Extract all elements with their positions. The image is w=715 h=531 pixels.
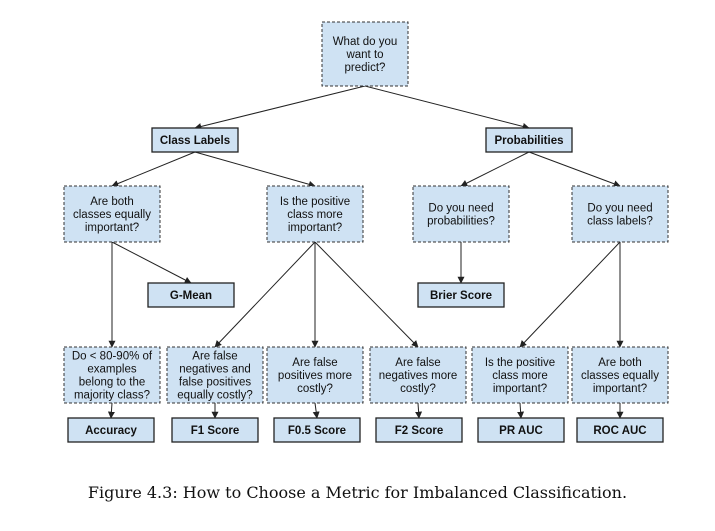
node-f05: F0.5 Score — [273, 417, 361, 443]
node-box — [576, 417, 664, 443]
node-label: Accuracy — [85, 425, 137, 437]
node-label: F0.5 Score — [288, 425, 346, 437]
node-f1: F1 Score — [171, 417, 259, 443]
node-box — [171, 417, 259, 443]
node-label: Brier Score — [430, 290, 492, 302]
edge-q_f05-to-f05 — [312, 402, 320, 419]
node-box — [477, 417, 565, 443]
node-label: G-Mean — [170, 290, 212, 302]
node-f2: F2 Score — [375, 417, 463, 443]
node-label: ROC AUC — [593, 425, 646, 437]
node-roc-auc: ROC AUC — [576, 417, 664, 443]
node-box — [369, 346, 467, 404]
edge-root-to-class_labels — [194, 85, 366, 130]
node-label: F2 Score — [395, 425, 444, 437]
edge-q_f2-to-f2 — [415, 402, 423, 419]
node-box — [471, 346, 569, 404]
node-box — [63, 185, 161, 243]
node-box — [266, 346, 364, 404]
edge-q_need_labels-to-q_pr — [519, 241, 621, 348]
node-box — [485, 127, 573, 153]
edge-q_positive-to-q_f2 — [314, 241, 419, 348]
node-accuracy: Accuracy — [67, 417, 155, 443]
node-box — [147, 282, 235, 308]
node-box — [375, 417, 463, 443]
node-label: F1 Score — [191, 425, 240, 437]
node-box — [63, 346, 161, 404]
edge-q_positive-to-q_f1 — [214, 241, 316, 348]
node-class-labels: Class Labels — [151, 127, 239, 153]
node-label: PR AUC — [499, 425, 543, 437]
node-box — [273, 417, 361, 443]
node-gmean: G-Mean — [147, 282, 235, 308]
node-box — [571, 185, 669, 243]
figure-caption: Figure 4.3: How to Choose a Metric for I… — [87, 483, 628, 502]
node-box — [417, 282, 505, 308]
edge-probabilities-to-q_need_prob — [460, 151, 530, 187]
node-box — [266, 185, 364, 243]
node-pr-auc: PR AUC — [477, 417, 565, 443]
edge-q_equal-to-gmean — [111, 241, 192, 284]
node-box — [151, 127, 239, 153]
edge-probabilities-to-q_need_labels — [528, 151, 621, 188]
node-box — [166, 346, 264, 404]
node-label: Probabilities — [494, 135, 563, 147]
node-brier: Brier Score — [417, 282, 505, 308]
edge-root-to-probabilities — [364, 85, 530, 130]
edge-class_labels-to-q_positive — [194, 151, 316, 188]
edge-class_labels-to-q_equal — [111, 151, 196, 187]
node-box — [571, 346, 669, 404]
node-box — [67, 417, 155, 443]
node-box — [321, 21, 409, 87]
edge-q_pr-to-pr_auc — [517, 402, 525, 419]
node-box — [412, 185, 510, 243]
node-label: Class Labels — [160, 135, 230, 147]
edge-q_majority-to-accuracy — [107, 402, 115, 419]
node-probabilities: Probabilities — [485, 127, 573, 153]
